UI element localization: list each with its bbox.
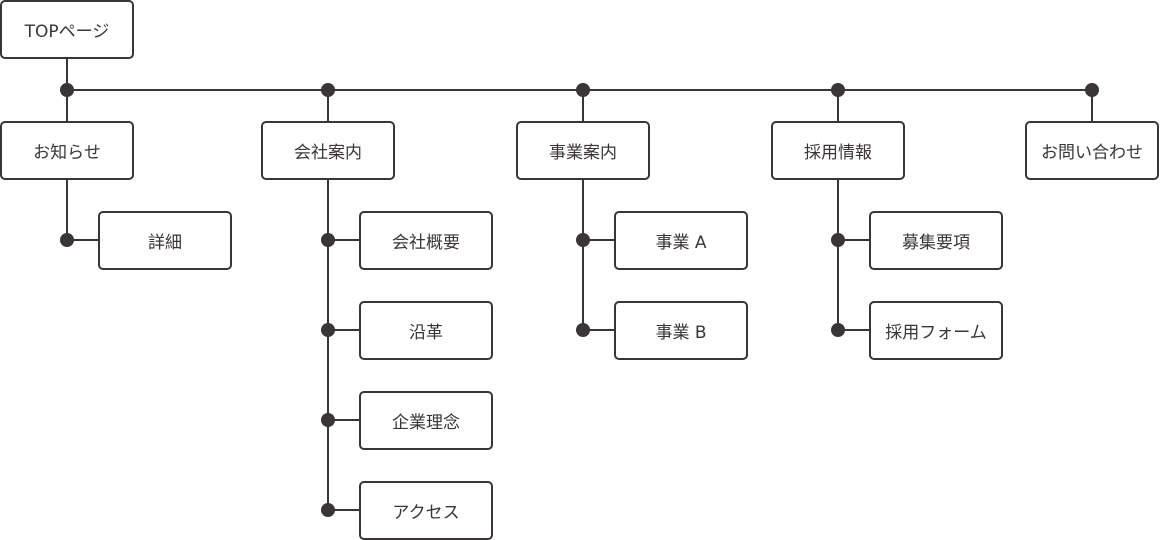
junction-dot-toiawase bbox=[1085, 83, 1099, 97]
page-node-saiyou-form[interactable]: 採用フォーム bbox=[869, 301, 1003, 360]
junction-dot-shousai bbox=[60, 233, 74, 247]
page-node-shousai[interactable]: 詳細 bbox=[98, 211, 232, 270]
section-node-otoiawase[interactable]: お問い合わせ bbox=[1025, 121, 1159, 180]
junction-dot-oshirase bbox=[60, 83, 74, 97]
section-node-kaisha-annai[interactable]: 会社案内 bbox=[261, 121, 395, 180]
section-node-jigyou-annai[interactable]: 事業案内 bbox=[516, 121, 650, 180]
junction-dot-jigyou-b bbox=[576, 323, 590, 337]
junction-dot-jigyou bbox=[576, 83, 590, 97]
junction-dot-kaisha bbox=[321, 83, 335, 97]
top-page-node[interactable]: TOPページ bbox=[0, 0, 134, 59]
junction-dot-form bbox=[831, 323, 845, 337]
page-node-jigyou-a[interactable]: 事業 A bbox=[614, 211, 748, 270]
page-node-access[interactable]: アクセス bbox=[359, 481, 493, 540]
section-node-saiyou-jouhou[interactable]: 採用情報 bbox=[771, 121, 905, 180]
junction-dot-access bbox=[321, 503, 335, 517]
junction-dot-enkaku bbox=[321, 323, 335, 337]
section-node-oshirase[interactable]: お知らせ bbox=[0, 121, 134, 180]
page-node-jigyou-b[interactable]: 事業 B bbox=[614, 301, 748, 360]
page-node-kaisha-gaiyou[interactable]: 会社概要 bbox=[359, 211, 493, 270]
page-node-kigyou-rinen[interactable]: 企業理念 bbox=[359, 391, 493, 450]
page-node-enkaku[interactable]: 沿革 bbox=[359, 301, 493, 360]
junction-dot-kaisha-gaiyou bbox=[321, 233, 335, 247]
junction-dot-boshuu bbox=[831, 233, 845, 247]
junction-dot-kigyou-rinen bbox=[321, 413, 335, 427]
junction-dot-jigyou-a bbox=[576, 233, 590, 247]
junction-dot-saiyou bbox=[831, 83, 845, 97]
page-node-boshuu-youkou[interactable]: 募集要項 bbox=[869, 211, 1003, 270]
